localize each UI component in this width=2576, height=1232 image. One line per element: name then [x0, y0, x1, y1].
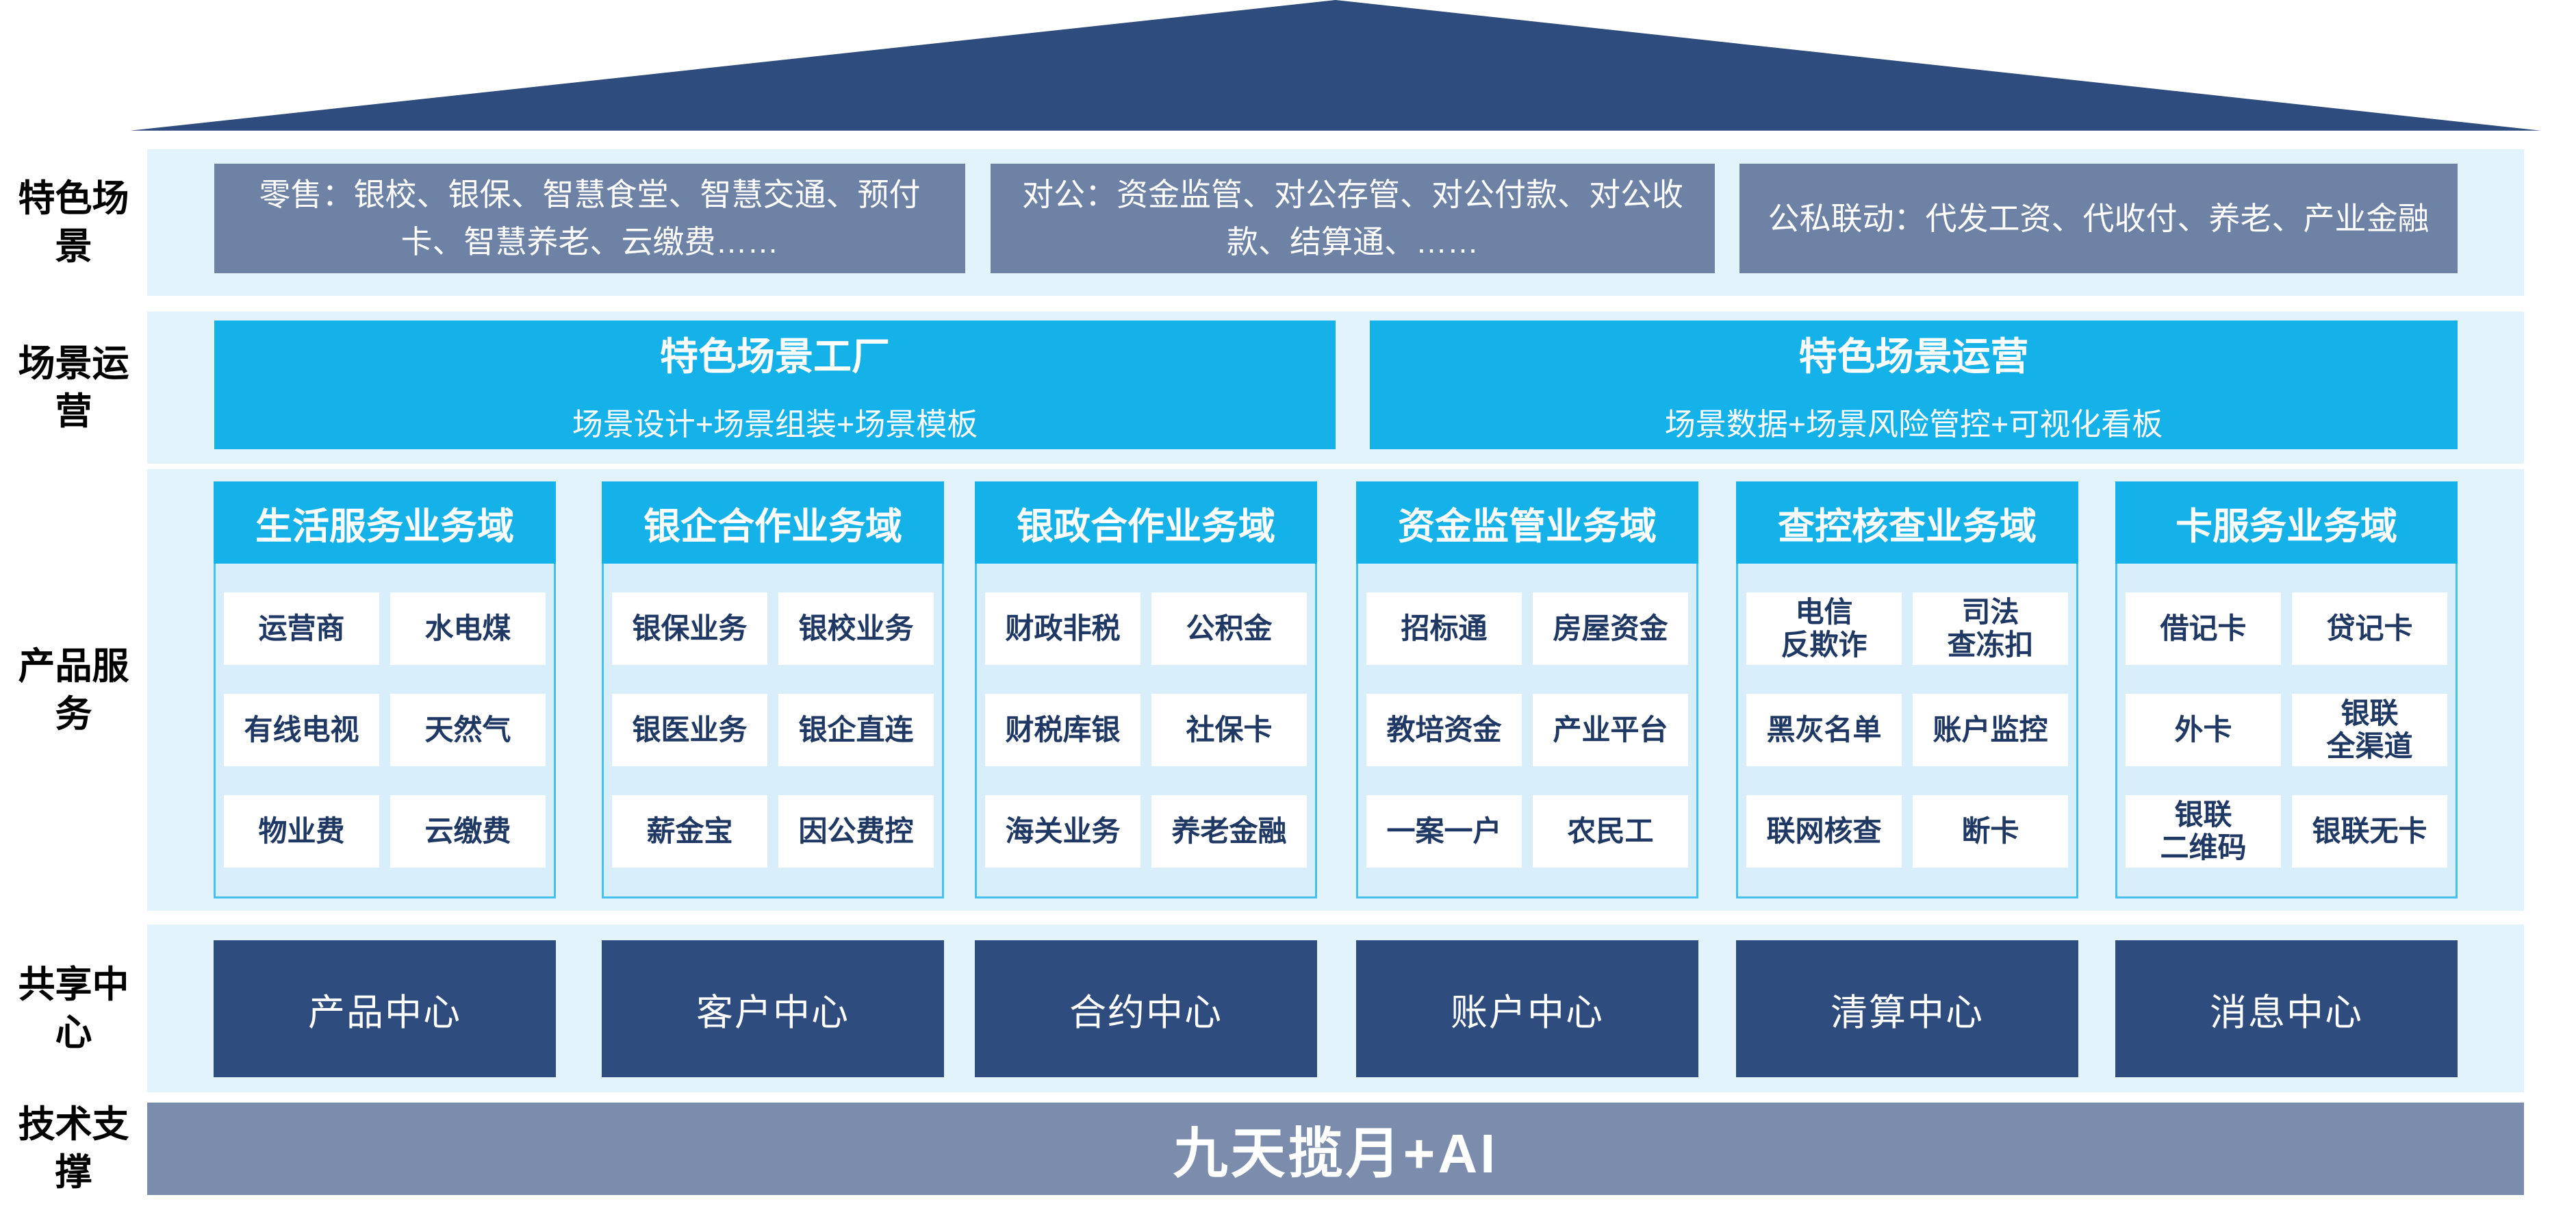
- product-cell: 水电煤: [390, 592, 546, 665]
- product-cell: 借记卡: [2126, 592, 2281, 665]
- cell-row: 物业费 云缴费: [224, 795, 546, 868]
- product-cell: 贷记卡: [2292, 592, 2447, 665]
- column-header: 银企合作业务域: [602, 481, 944, 564]
- product-cell: 断卡: [1913, 795, 2068, 868]
- column-body: 银保业务 银校业务 银医业务 银企直连 薪金宝 因公费控: [602, 564, 944, 898]
- product-cell: 银企直连: [778, 694, 934, 766]
- product-cell: 银医业务: [612, 694, 767, 766]
- cell-row: 银医业务 银企直连: [612, 694, 934, 766]
- product-cell: 银联 全渠道: [2292, 694, 2447, 766]
- column-header: 资金监管业务域: [1356, 481, 1698, 564]
- product-column-inspection: 查控核查业务域 电信 反欺诈 司法 查冻扣 黑灰名单 账户监控 联网核查 断卡: [1736, 481, 2078, 898]
- product-cell: 银校业务: [778, 592, 934, 665]
- product-column-fund-supervision: 资金监管业务域 招标通 房屋资金 教培资金 产业平台 一案一户 农民工: [1356, 481, 1698, 898]
- cell-row: 运营商 水电煤: [224, 592, 546, 665]
- product-cell: 物业费: [224, 795, 379, 868]
- column-header: 查控核查业务域: [1736, 481, 2078, 564]
- side-label-share: 共享中心: [18, 964, 129, 1053]
- cell-row: 薪金宝 因公费控: [612, 795, 934, 868]
- cell-row: 有线电视 天然气: [224, 694, 546, 766]
- share-center-message: 消息中心: [2115, 940, 2458, 1077]
- product-column-card-service: 卡服务业务域 借记卡 贷记卡 外卡 银联 全渠道 银联 二维码 银联无卡: [2115, 481, 2458, 898]
- product-cell: 外卡: [2126, 694, 2281, 766]
- column-body: 财政非税 公积金 财税库银 社保卡 海关业务 养老金融: [975, 564, 1317, 898]
- scene-box-linkage: 公私联动：代发工资、代收付、养老、产业金融: [1739, 164, 2458, 273]
- product-cell: 薪金宝: [612, 795, 767, 868]
- operation-box-title: 特色场景工厂: [660, 335, 890, 378]
- cell-row: 海关业务 养老金融: [985, 795, 1307, 868]
- operation-box-ops: 特色场景运营 场景数据+场景风险管控+可视化看板: [1370, 320, 2458, 449]
- operation-box-subtitle: 场景数据+场景风险管控+可视化看板: [1664, 407, 2163, 442]
- column-body: 电信 反欺诈 司法 查冻扣 黑灰名单 账户监控 联网核查 断卡: [1736, 564, 2078, 898]
- product-cell: 房屋资金: [1533, 592, 1688, 665]
- cell-row: 招标通 房屋资金: [1366, 592, 1688, 665]
- product-cell: 财税库银: [985, 694, 1140, 766]
- operation-box-subtitle: 场景设计+场景组装+场景模板: [572, 407, 978, 442]
- product-cell: 公积金: [1151, 592, 1307, 665]
- product-cell: 联网核查: [1746, 795, 1902, 868]
- tech-support-bar: 九天揽月+AI: [147, 1103, 2524, 1195]
- scene-box-retail: 零售：银校、银保、智慧食堂、智慧交通、预付卡、智慧养老、云缴费……: [214, 164, 965, 273]
- cell-row: 教培资金 产业平台: [1366, 694, 1688, 766]
- cell-row: 财政非税 公积金: [985, 592, 1307, 665]
- roof-shape: [130, 0, 2541, 131]
- product-column-life: 生活服务业务域 运营商 水电煤 有线电视 天然气 物业费 云缴费: [214, 481, 556, 898]
- operation-box-factory: 特色场景工厂 场景设计+场景组装+场景模板: [214, 320, 1336, 449]
- product-cell: 银联 二维码: [2126, 795, 2281, 868]
- share-center-product: 产品中心: [214, 940, 556, 1077]
- share-center-clearing: 清算中心: [1736, 940, 2078, 1077]
- product-cell: 黑灰名单: [1746, 694, 1902, 766]
- side-label-scene: 特色场景: [18, 177, 129, 267]
- operation-box-title: 特色场景运营: [1798, 335, 2029, 378]
- product-cell: 财政非税: [985, 592, 1140, 665]
- product-column-bank-enterprise: 银企合作业务域 银保业务 银校业务 银医业务 银企直连 薪金宝 因公费控: [602, 481, 944, 898]
- share-center-contract: 合约中心: [975, 940, 1317, 1077]
- product-cell: 养老金融: [1151, 795, 1307, 868]
- product-cell: 招标通: [1366, 592, 1522, 665]
- product-cell: 一案一户: [1366, 795, 1522, 868]
- product-cell: 农民工: [1533, 795, 1688, 868]
- product-cell: 天然气: [390, 694, 546, 766]
- cell-row: 一案一户 农民工: [1366, 795, 1688, 868]
- product-cell: 产业平台: [1533, 694, 1688, 766]
- share-center-customer: 客户中心: [602, 940, 944, 1077]
- side-label-product: 产品服务: [18, 645, 129, 735]
- column-body: 借记卡 贷记卡 外卡 银联 全渠道 银联 二维码 银联无卡: [2115, 564, 2458, 898]
- product-cell: 有线电视: [224, 694, 379, 766]
- product-cell: 运营商: [224, 592, 379, 665]
- product-cell: 海关业务: [985, 795, 1140, 868]
- product-cell: 司法 查冻扣: [1913, 592, 2068, 665]
- cell-row: 外卡 银联 全渠道: [2126, 694, 2447, 766]
- scene-box-corporate: 对公：资金监管、对公存管、对公付款、对公收款、结算通、……: [991, 164, 1715, 273]
- product-cell: 银联无卡: [2292, 795, 2447, 868]
- cell-row: 电信 反欺诈 司法 查冻扣: [1746, 592, 2068, 665]
- share-center-account: 账户中心: [1356, 940, 1698, 1077]
- column-header: 银政合作业务域: [975, 481, 1317, 564]
- product-cell: 社保卡: [1151, 694, 1307, 766]
- column-body: 招标通 房屋资金 教培资金 产业平台 一案一户 农民工: [1356, 564, 1698, 898]
- cell-row: 黑灰名单 账户监控: [1746, 694, 2068, 766]
- side-label-operation: 场景运营: [18, 342, 129, 432]
- product-column-bank-government: 银政合作业务域 财政非税 公积金 财税库银 社保卡 海关业务 养老金融: [975, 481, 1317, 898]
- column-header: 生活服务业务域: [214, 481, 556, 564]
- product-cell: 账户监控: [1913, 694, 2068, 766]
- column-header: 卡服务业务域: [2115, 481, 2458, 564]
- product-cell: 云缴费: [390, 795, 546, 868]
- column-body: 运营商 水电煤 有线电视 天然气 物业费 云缴费: [214, 564, 556, 898]
- cell-row: 银联 二维码 银联无卡: [2126, 795, 2447, 868]
- product-cell: 因公费控: [778, 795, 934, 868]
- cell-row: 联网核查 断卡: [1746, 795, 2068, 868]
- cell-row: 借记卡 贷记卡: [2126, 592, 2447, 665]
- product-cell: 电信 反欺诈: [1746, 592, 1902, 665]
- cell-row: 银保业务 银校业务: [612, 592, 934, 665]
- product-cell: 银保业务: [612, 592, 767, 665]
- side-label-tech: 技术支撑: [18, 1103, 129, 1193]
- cell-row: 财税库银 社保卡: [985, 694, 1307, 766]
- product-cell: 教培资金: [1366, 694, 1522, 766]
